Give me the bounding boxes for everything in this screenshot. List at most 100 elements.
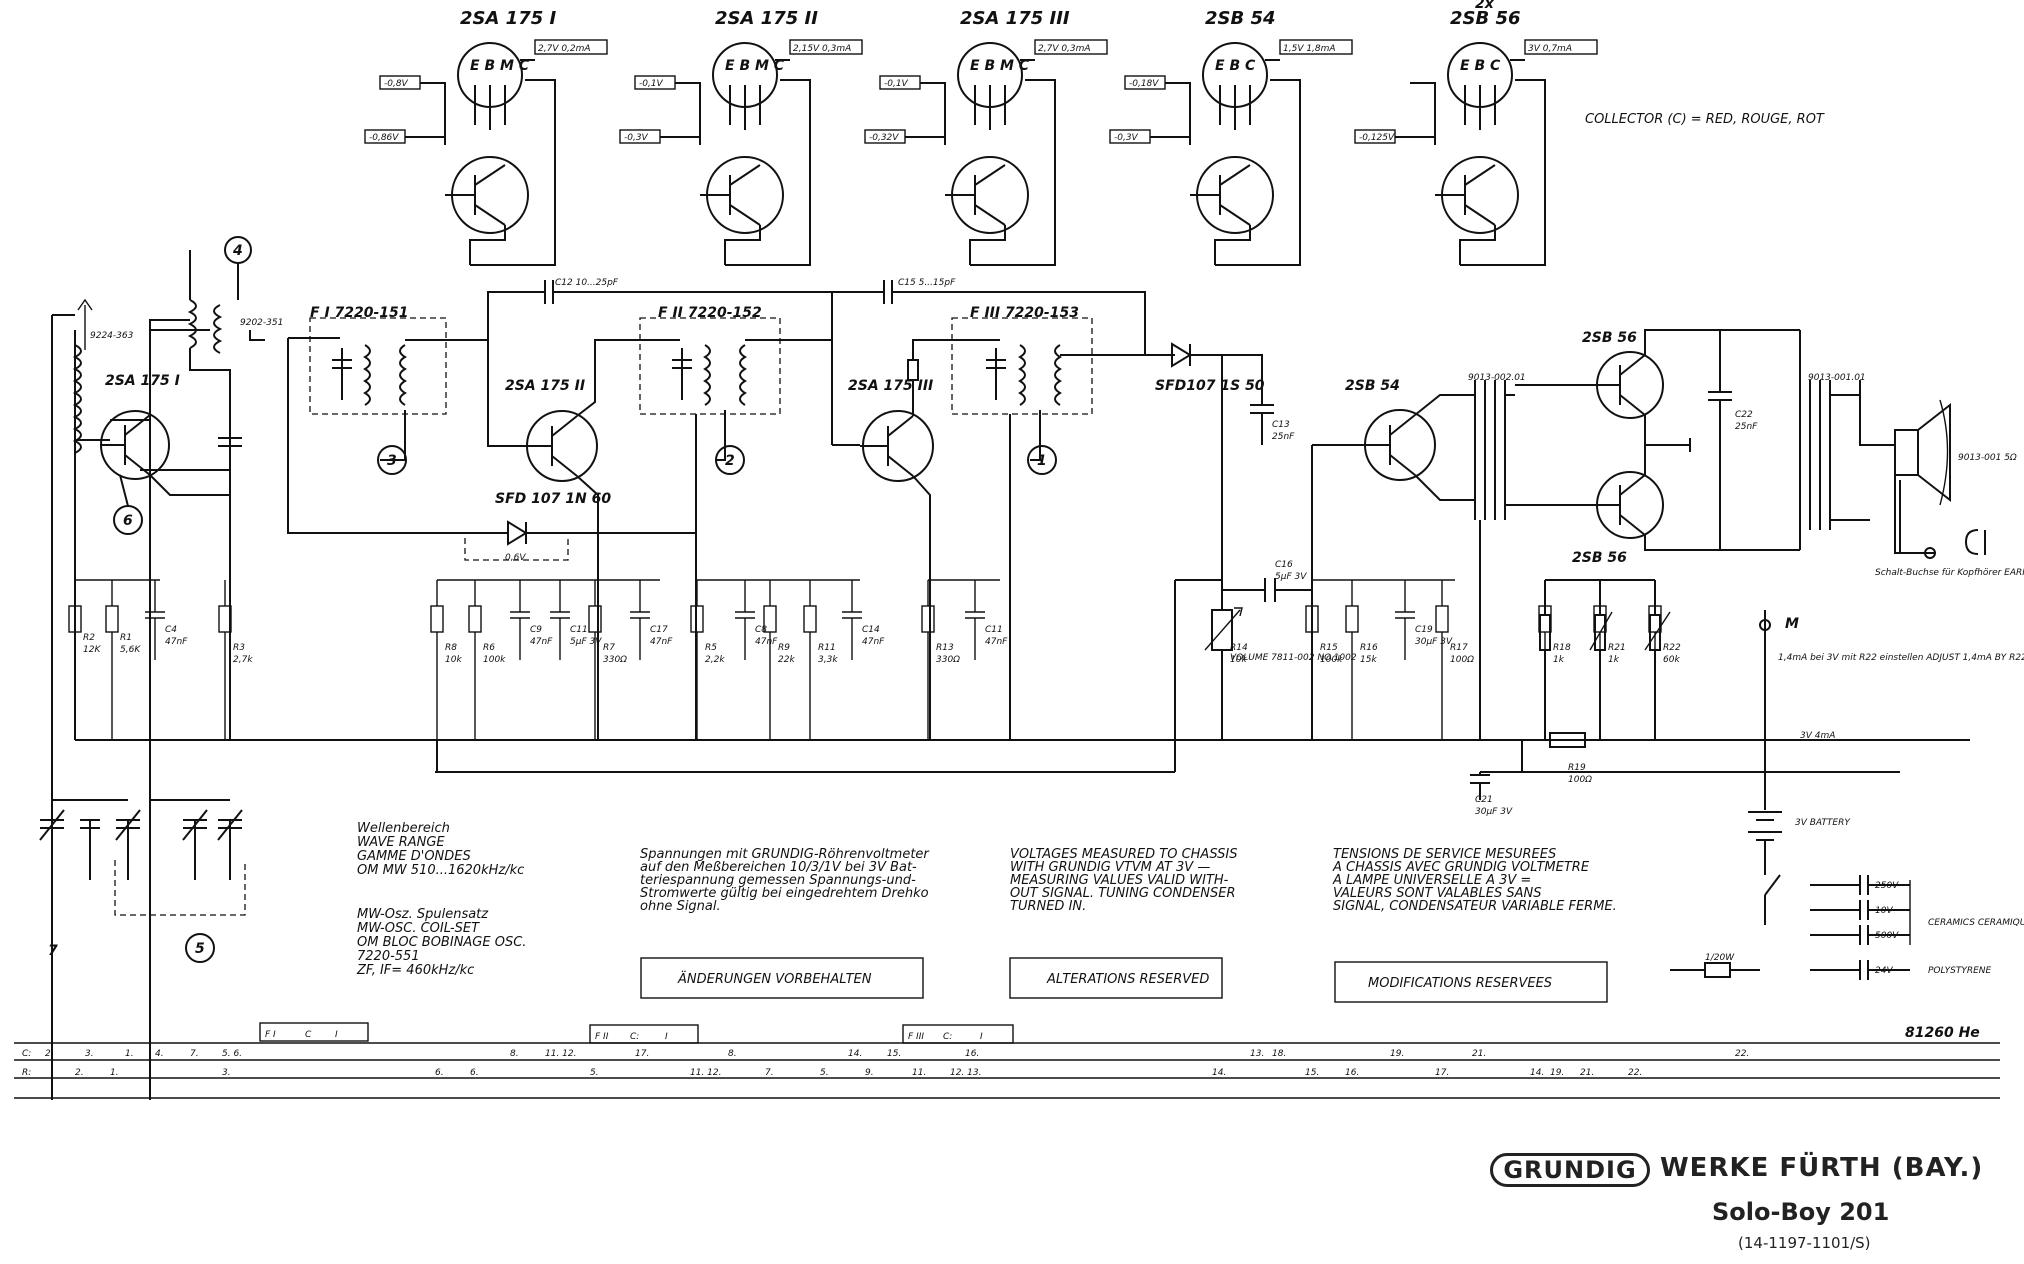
- svg-text:F II: F II: [595, 1032, 609, 1042]
- svg-text:4: 4: [232, 243, 243, 259]
- pinout-v2: -0,3V: [624, 133, 649, 143]
- capacitor-label: C9: [530, 625, 542, 635]
- index-r-entry: 6.: [470, 1068, 479, 1078]
- transistor-pinout-row: 2SA 175 IE B M C2,7V 0,2mA-0,8V-0,86V 2SA…: [364, 0, 1598, 266]
- svg-text:C12 10...25pF: C12 10...25pF: [555, 278, 619, 288]
- index-r-entry: 21.: [1580, 1068, 1594, 1078]
- index-c-entry: 19.: [1390, 1049, 1404, 1059]
- index-r-entry: 3.: [222, 1068, 231, 1078]
- schematic-labels: 2SA 175 I 2SA 175 II 2SA 175 III 2SB 54 …: [48, 243, 2024, 976]
- capacitor-label: C4: [165, 625, 177, 635]
- resistor-value: 330Ω: [603, 655, 627, 665]
- collector-note: COLLECTOR (C) = RED, ROUGE, ROT: [1585, 112, 1825, 127]
- svg-text:3V 4mA: 3V 4mA: [1800, 731, 1835, 741]
- svg-text:Schalt-Buchse für Kopfhörer EA: Schalt-Buchse für Kopfhörer EARPHONE JAC…: [1875, 568, 2024, 578]
- capacitor-label: C8: [755, 625, 767, 635]
- index-c-entry: 8.: [728, 1049, 737, 1059]
- index-r-entry: 5.: [590, 1068, 599, 1078]
- capacitor-label: C19: [1415, 625, 1433, 635]
- component-index: F I C I F II C: I F III C: I C:2.3.1.4.7…: [14, 1022, 2000, 1099]
- svg-text:9224-363: 9224-363: [90, 331, 134, 341]
- pinout-ce: 2,15V 0,3mA: [793, 44, 851, 54]
- pinout-pins: E B M C: [725, 58, 785, 74]
- index-c-entry: 16.: [965, 1049, 979, 1059]
- index-c-entry: 22.: [1735, 1049, 1749, 1059]
- pinout-1: 2SA 175 IE B M C2,7V 0,2mA-0,8V-0,86V: [364, 8, 608, 266]
- index-c-entry: 3.: [85, 1049, 94, 1059]
- resistor-r1: [105, 605, 119, 633]
- index-c-entry: 4.: [155, 1049, 164, 1059]
- index-r-entry: 11.: [912, 1068, 926, 1078]
- resistor-value: 100Ω: [1450, 655, 1474, 665]
- resistor-label: R19: [1568, 763, 1586, 773]
- pinout-ce: 1,5V 1,8mA: [1283, 44, 1336, 54]
- resistor-r7: [588, 605, 602, 633]
- svg-text:2SA 175 III: 2SA 175 III: [848, 378, 933, 394]
- svg-text:1: 1: [1037, 453, 1047, 469]
- svg-text:F I: F I: [265, 1030, 276, 1040]
- pinout-name: 2SA 175 II: [715, 8, 818, 29]
- svg-text:POLYSTYRENE: POLYSTYRENE: [1928, 966, 1992, 976]
- index-r-entry: 15.: [1305, 1068, 1319, 1078]
- resistor-r8: [430, 605, 444, 633]
- capacitor-value: 25nF: [1735, 422, 1758, 432]
- svg-text:250V~: 250V~: [1875, 881, 1906, 891]
- pinout-v1: -0,18V: [1129, 79, 1159, 89]
- resistor-label: R7: [603, 643, 615, 653]
- resistor-label: R9: [778, 643, 790, 653]
- index-c-entry: C:: [22, 1049, 31, 1059]
- index-r-entry: R:: [22, 1068, 31, 1078]
- pinout-4: 2SB 54E B C1,5V 1,8mA-0,18V-0,3V: [1109, 8, 1353, 266]
- svg-text:C15 5...15pF: C15 5...15pF: [898, 278, 956, 288]
- resistor-value: 2,7k: [233, 655, 253, 665]
- drawing-number: 81260 He: [1905, 1025, 1980, 1041]
- pinout-pins: E B C: [1215, 58, 1256, 74]
- resistor-label: R8: [445, 643, 457, 653]
- capacitor-value: 47nF: [755, 637, 778, 647]
- resistor-r13: [921, 605, 935, 633]
- svg-text:M: M: [1785, 616, 1799, 632]
- capacitor-label: C17: [650, 625, 668, 635]
- resistor-value: 10k: [445, 655, 462, 665]
- svg-text:2: 2: [725, 453, 735, 469]
- svg-text:SFD107 1S 50: SFD107 1S 50: [1155, 378, 1265, 394]
- svg-text:9202-351: 9202-351: [240, 318, 283, 328]
- part-number: (14-1197-1101/S): [1738, 1234, 1871, 1252]
- svg-text:24V~: 24V~: [1875, 966, 1900, 976]
- capacitor-label: C16: [1275, 560, 1293, 570]
- index-c-entry: 13.: [1250, 1049, 1264, 1059]
- capacitor-value: 30µF 3V: [1475, 807, 1513, 817]
- svg-text:3: 3: [387, 453, 397, 469]
- svg-text:500V~: 500V~: [1875, 931, 1906, 941]
- svg-text:I: I: [980, 1032, 983, 1042]
- resistor-label: R6: [483, 643, 495, 653]
- svg-text:F II 7220-152: F II 7220-152: [658, 305, 762, 321]
- resistor-label: R22: [1663, 643, 1681, 653]
- svg-text:C:: C:: [943, 1032, 952, 1042]
- resistor-label: R1: [120, 633, 132, 643]
- svg-text:2SA 175 I: 2SA 175 I: [105, 373, 180, 389]
- svg-text:I: I: [335, 1030, 338, 1040]
- svg-text:1,4mA bei 3V mit R22 einstelle: 1,4mA bei 3V mit R22 einstellen ADJUST 1…: [1778, 653, 2024, 663]
- capacitor-label: C22: [1735, 410, 1753, 420]
- resistor-value: 100k: [1320, 655, 1343, 665]
- capacitor-value: 47nF: [165, 637, 188, 647]
- svg-text:2SB 56: 2SB 56: [1572, 550, 1627, 566]
- box-de: ÄNDERUNGEN VORBEHALTEN: [677, 971, 872, 987]
- svg-text:I: I: [665, 1032, 668, 1042]
- svg-text:1/20W: 1/20W: [1705, 953, 1735, 963]
- pinout-pins: E B C: [1460, 58, 1501, 74]
- svg-text:F III: F III: [908, 1032, 924, 1042]
- capacitor-label: C13: [1272, 420, 1290, 430]
- svg-text:2SA 175 II: 2SA 175 II: [505, 378, 585, 394]
- svg-text:9013-001.01: 9013-001.01: [1808, 373, 1866, 383]
- capacitor-label: C11: [570, 625, 588, 635]
- pinout-ce: 2,7V 0,2mA: [538, 44, 591, 54]
- pinout-pins: E B M C: [970, 58, 1030, 74]
- index-c-entry: 15.: [887, 1049, 901, 1059]
